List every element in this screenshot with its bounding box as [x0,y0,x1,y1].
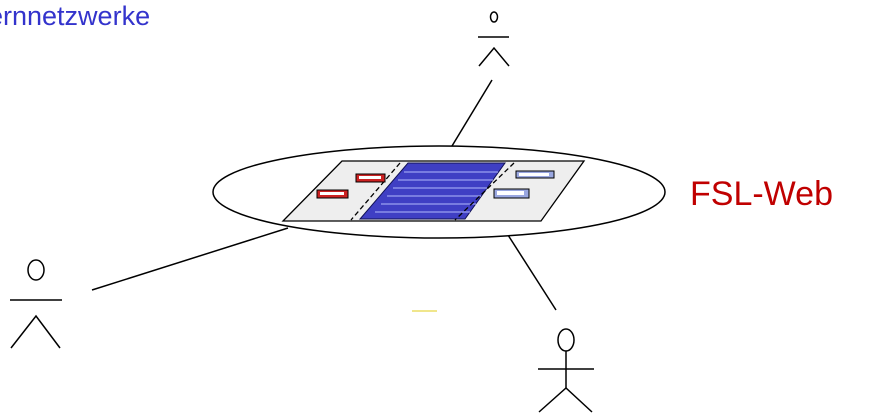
fsl-web-label: FSL-Web [690,175,833,213]
person-icon-top [478,11,510,67]
connection-line-top [451,79,493,147]
web-screen-icon [281,160,586,222]
connection-line-left [91,227,289,291]
slide-title: ernnetzwerke [0,1,151,31]
connection-line-bottom [507,234,557,311]
person-icon-left [10,259,62,349]
person-icon-bottom [538,328,594,413]
